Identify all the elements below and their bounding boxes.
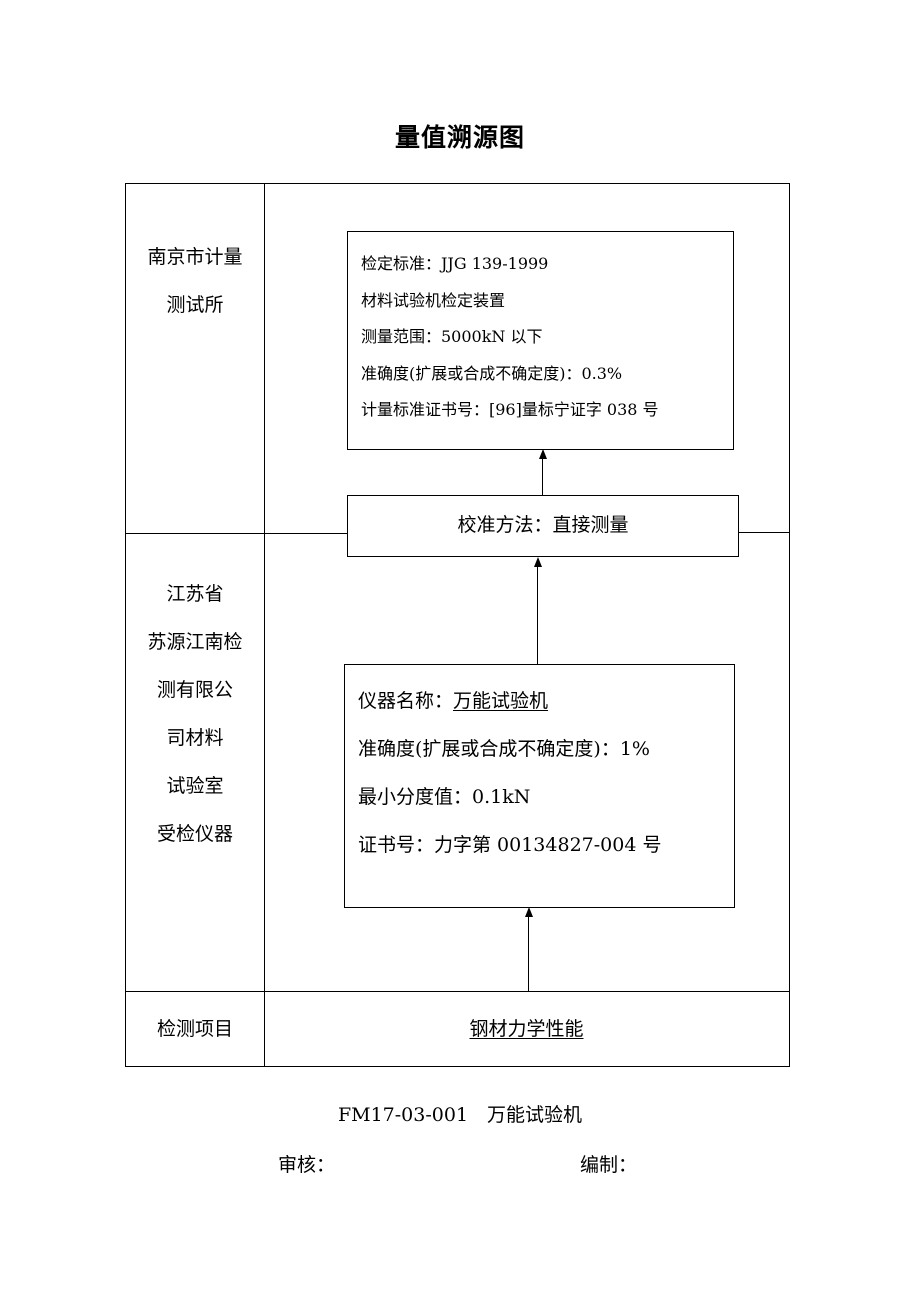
page-title: 量值溯源图	[394, 123, 525, 152]
arrow-up-icon	[542, 458, 543, 496]
middle-row-label-line: 苏源江南检	[147, 631, 243, 653]
standard-line: 准确度(扩展或合成不确定度)：0.3%	[361, 363, 623, 383]
document-code: FM17-03-001 万能试验机	[337, 1104, 583, 1126]
reviewer-label: 审核：	[278, 1154, 336, 1176]
instrument-min-division: 最小分度值：0.1kN	[358, 786, 531, 808]
test-item-value: 钢材力学性能	[264, 992, 789, 1066]
table-top-border	[125, 183, 790, 184]
instrument-name-line: 仪器名称：万能试验机	[358, 677, 734, 725]
compiler-label: 编制：	[580, 1154, 638, 1176]
table-row-divider-1-right	[739, 532, 790, 533]
calibration-method-box: 校准方法：直接测量	[347, 495, 739, 557]
test-item-label: 检测项目	[156, 1018, 233, 1040]
table-right-border	[789, 183, 790, 1067]
table-left-border	[125, 183, 126, 1067]
arrow-up-icon	[537, 566, 538, 665]
middle-row-label: 江苏省 苏源江南检 测有限公 司材料 试验室 受检仪器	[126, 570, 264, 858]
test-item-value-text: 钢材力学性能	[469, 1018, 584, 1040]
instrument-accuracy: 准确度(扩展或合成不确定度)：1%	[358, 738, 650, 760]
middle-row-label-line: 受检仪器	[156, 823, 233, 845]
standard-line: 测量范围：5000kN 以下	[361, 327, 543, 346]
standard-line: 检定标准：JJG 139-1999	[361, 254, 549, 273]
table-row-divider-2	[125, 991, 790, 992]
standard-line: 材料试验机检定装置	[361, 290, 506, 310]
instrument-certificate: 证书号：力字第 00134827-004 号	[358, 834, 662, 856]
middle-row-label-line: 江苏省	[166, 583, 224, 605]
middle-row-label-line: 测有限公	[156, 679, 233, 701]
instrument-name-value: 万能试验机	[453, 690, 549, 712]
middle-row-label-line: 司材料	[166, 727, 224, 749]
arrow-head-icon	[525, 907, 533, 917]
table-bottom-border	[125, 1066, 790, 1067]
arrow-head-icon	[539, 449, 547, 459]
instrument-box: 仪器名称：万能试验机 准确度(扩展或合成不确定度)：1% 最小分度值：0.1kN…	[344, 664, 735, 908]
standard-line: 计量标准证书号：[96]量标宁证字 038 号	[361, 400, 659, 419]
instrument-name-label: 仪器名称：	[358, 690, 454, 712]
top-row-label-line: 南京市计量	[147, 246, 243, 268]
table-column-divider	[264, 183, 265, 1067]
top-row-label-line: 测试所	[166, 294, 224, 316]
middle-row-label-line: 试验室	[166, 775, 224, 797]
standard-box: 检定标准：JJG 139-1999 材料试验机检定装置 测量范围：5000kN …	[347, 231, 734, 450]
top-row-label: 南京市计量 测试所	[126, 233, 264, 329]
arrow-up-icon	[528, 916, 529, 991]
arrow-head-icon	[534, 557, 542, 567]
table-row-divider-1-left	[125, 533, 347, 534]
